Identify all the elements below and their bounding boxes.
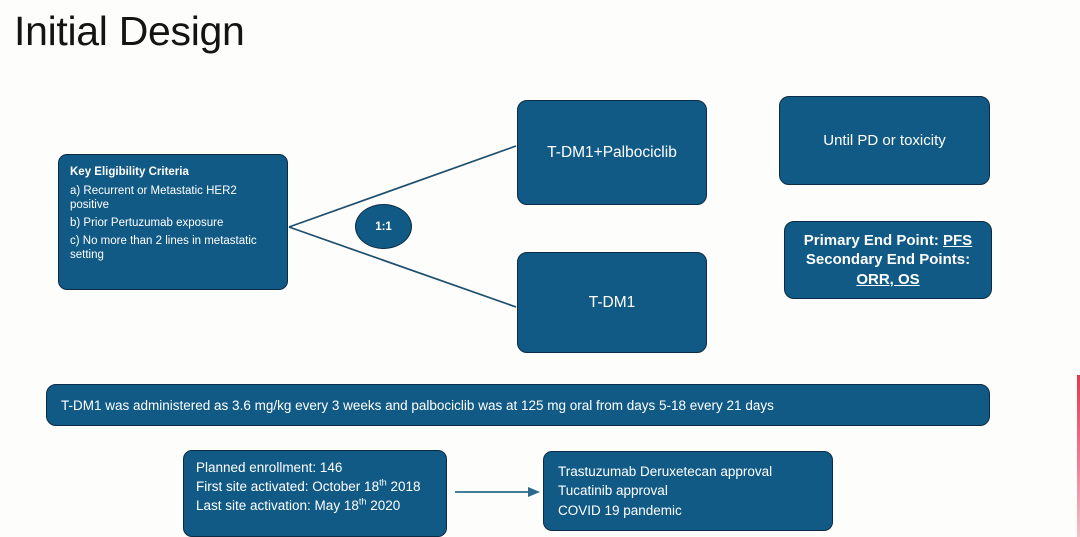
event-line-3: COVID 19 pandemic — [558, 502, 682, 518]
first-site-prefix: First site activated: October 18 — [196, 479, 380, 495]
enrollment-timeline-box: Planned enrollment: 146 First site activ… — [183, 450, 447, 537]
eligibility-item-c: c) No more than 2 lines in metastatic se… — [70, 234, 257, 262]
eligibility-item-a: a) Recurrent or Metastatic HER2 positive — [70, 184, 237, 212]
first-site-activated-line: First site activated: October 18th 2018 — [196, 477, 436, 496]
secondary-endpoint-label: Secondary End Points: — [805, 251, 971, 269]
last-site-prefix: Last site activation: May 18 — [196, 498, 359, 514]
event-line-2: Tucatinib approval — [558, 483, 668, 499]
last-site-year: 2020 — [366, 498, 401, 514]
primary-endpoint-value: PFS — [943, 232, 973, 250]
endpoints-box: Primary End Point: PFS Secondary End Poi… — [784, 221, 992, 299]
external-events-box: Trastuzumab Deruxetecan approval Tucatin… — [543, 451, 833, 531]
primary-endpoint-label: Primary End Point: — [803, 232, 943, 250]
eligibility-heading: Key Eligibility Criteria — [70, 166, 189, 178]
last-site-activation-line: Last site activation: May 18th 2020 — [196, 496, 436, 515]
last-site-ordinal-suffix: th — [358, 496, 367, 507]
right-edge-accent-sliver — [1077, 375, 1080, 537]
randomization-ratio-node: 1:1 — [355, 204, 412, 249]
secondary-endpoint-line: ORR, OS — [856, 270, 919, 289]
first-site-ordinal-suffix: th — [379, 477, 387, 488]
event-line-1: Trastuzumab Deruxetecan approval — [558, 463, 773, 479]
arm-box-combination: T-DM1+Palbociclib — [517, 100, 707, 205]
planned-enrollment-line: Planned enrollment: 146 — [196, 460, 343, 475]
eligibility-item-b: b) Prior Pertuzumab exposure — [70, 216, 224, 229]
dosing-banner: T-DM1 was administered as 3.6 mg/kg ever… — [46, 384, 990, 426]
arm-box-monotherapy: T-DM1 — [517, 252, 707, 353]
treatment-duration-box: Until PD or toxicity — [779, 96, 990, 185]
first-site-year: 2018 — [386, 479, 421, 495]
connector-enrollment-to-events — [455, 487, 540, 497]
primary-endpoint-line: Primary End Point: PFS — [804, 231, 972, 250]
secondary-endpoint-value: ORR, OS — [856, 270, 920, 288]
eligibility-criteria-box: Key Eligibility Criteria a) Recurrent or… — [58, 154, 288, 290]
page-title: Initial Design — [14, 8, 245, 54]
